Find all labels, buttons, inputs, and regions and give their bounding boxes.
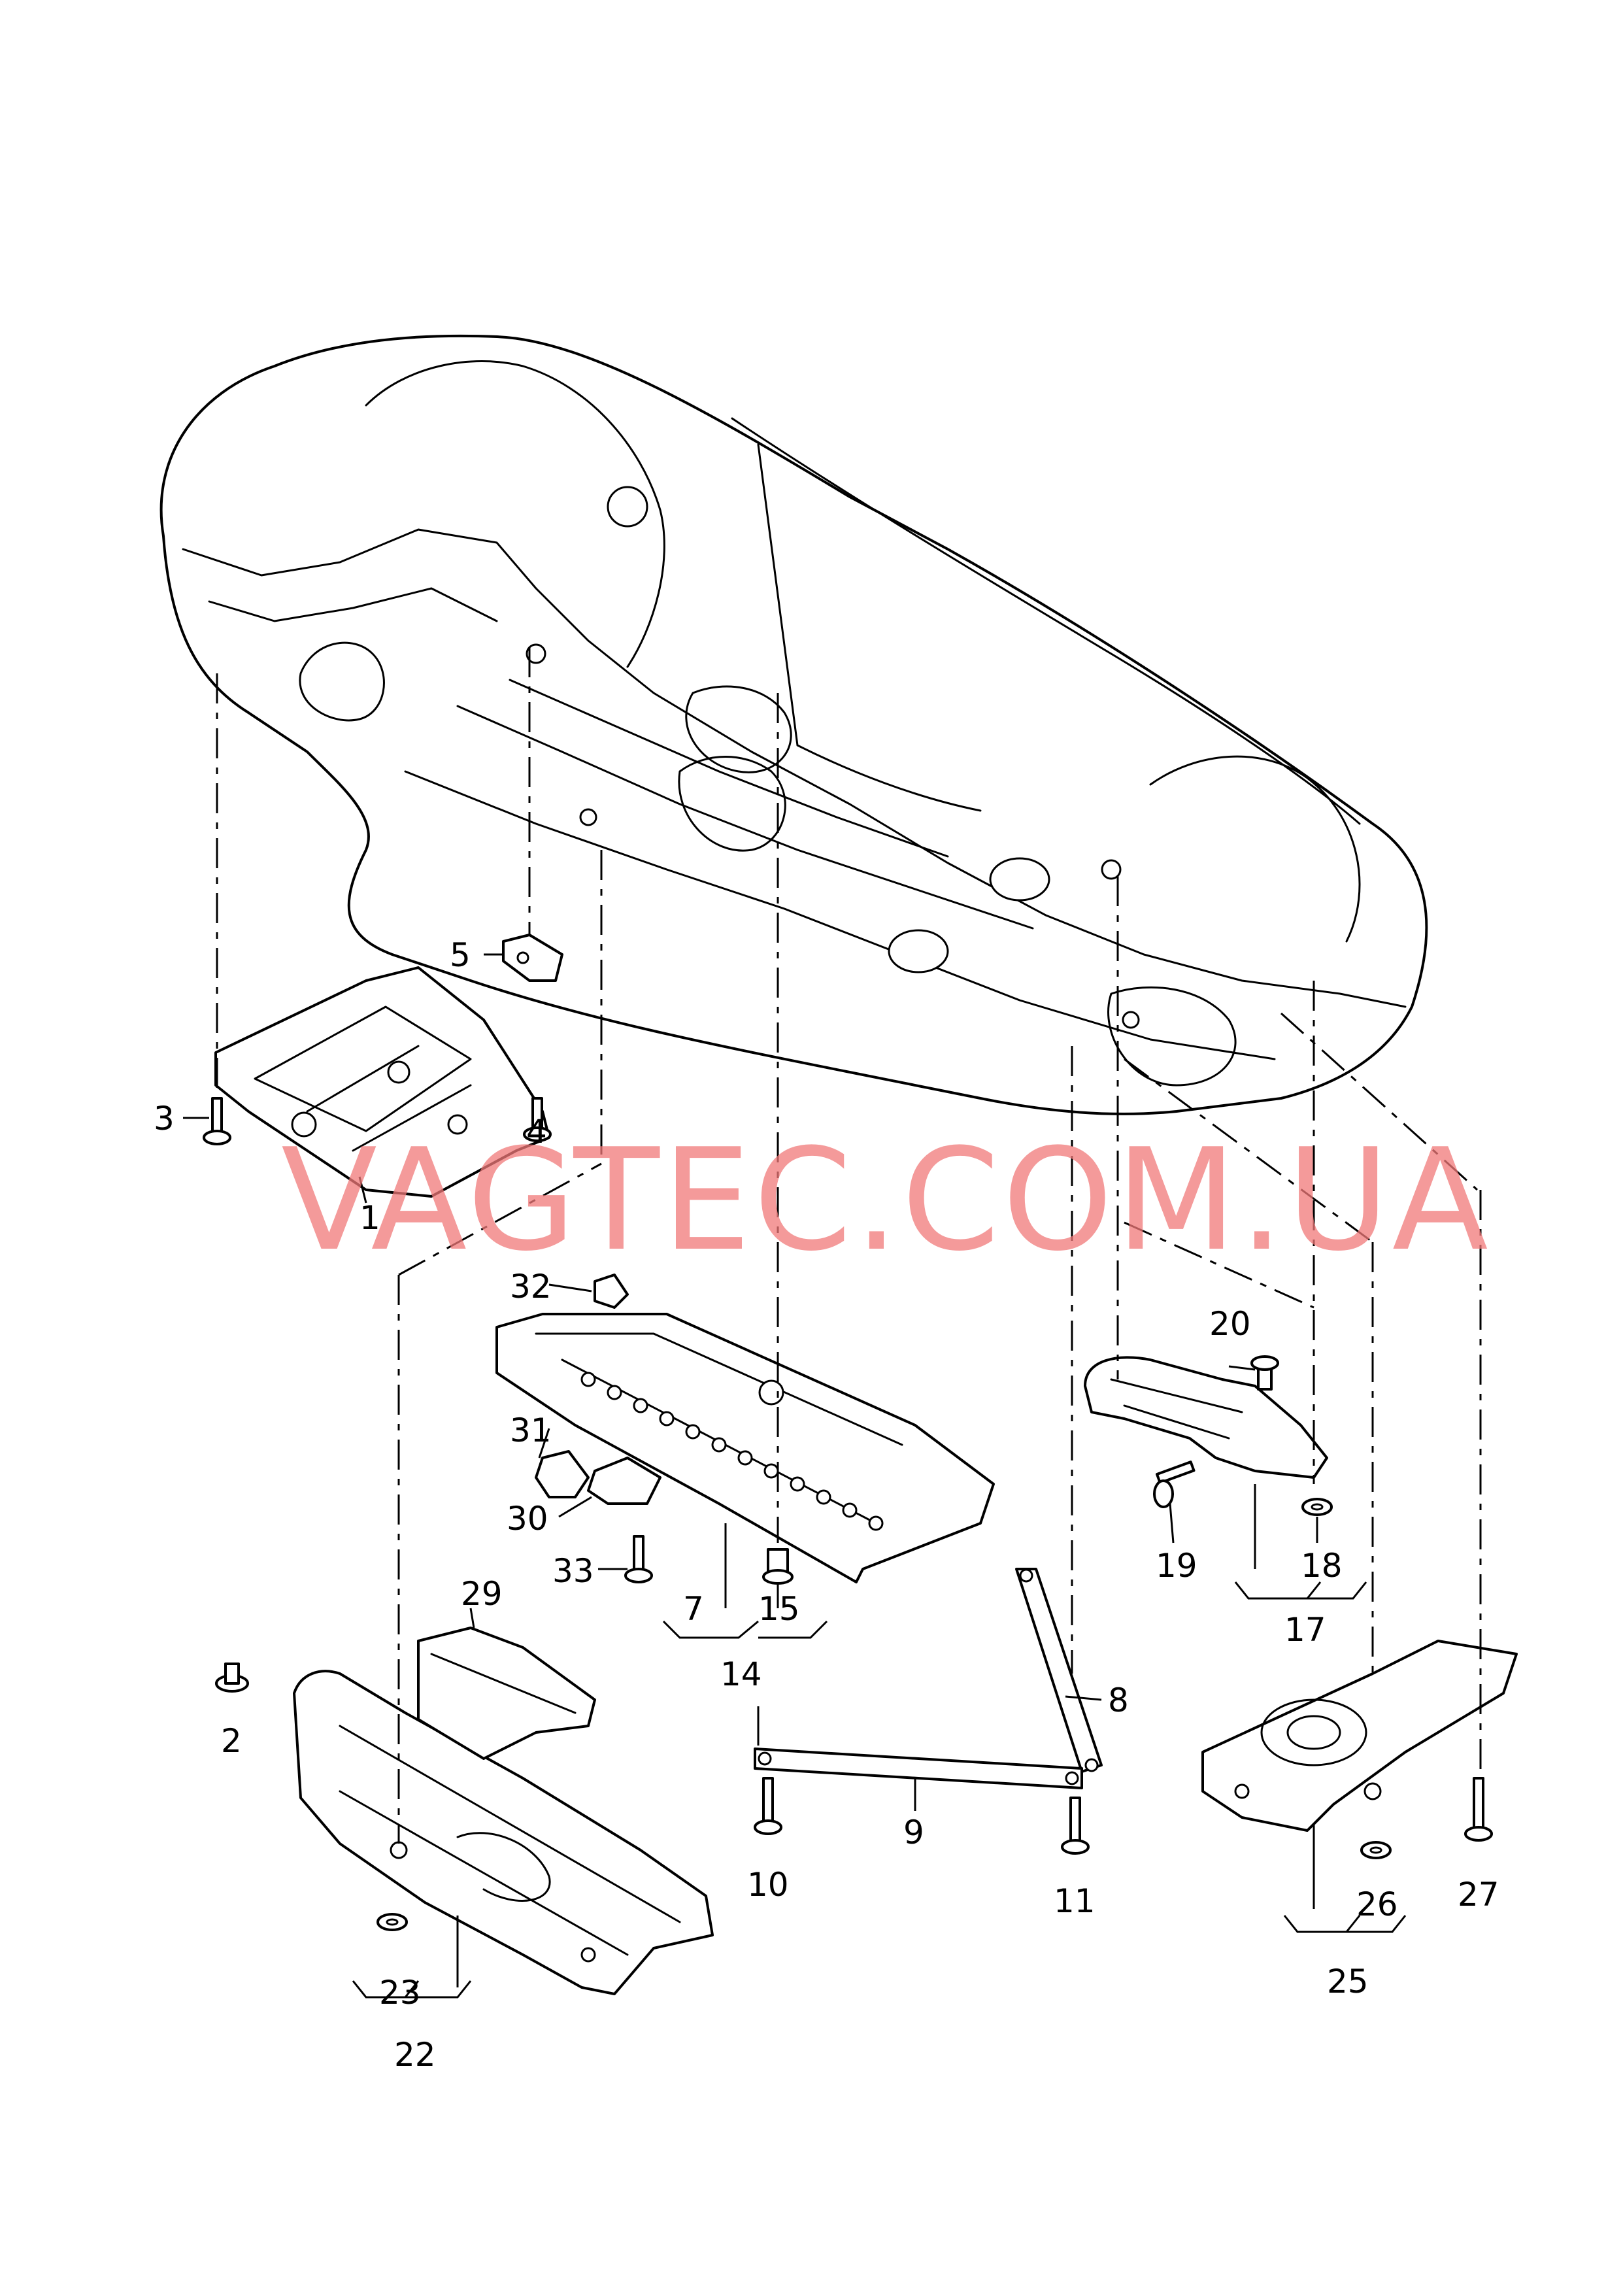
- bracket-31: [535, 1450, 590, 1498]
- fasteners: [203, 1097, 1493, 1931]
- screw-11-icon: [1061, 1797, 1090, 1855]
- nut-26-icon: [1360, 1841, 1392, 1859]
- center-underbody-panel: [495, 1313, 995, 1583]
- callout-11: 11: [1054, 1882, 1096, 1920]
- heat-shield-17: [1084, 1356, 1328, 1479]
- heat-shield-29: [417, 1627, 596, 1760]
- callout-25: 25: [1327, 1963, 1369, 2001]
- callout-26: 26: [1356, 1885, 1398, 1923]
- callout-17: 17: [1284, 1611, 1326, 1649]
- clip-32: [594, 1274, 629, 1309]
- callout-3: 3: [154, 1100, 175, 1138]
- callout-14: 14: [720, 1655, 762, 1693]
- clip-20-icon: [1250, 1355, 1279, 1391]
- callout-33: 33: [552, 1552, 594, 1590]
- callout-labels: 1 2 3 4 5 7 8 9 10 11 14 15 17 18 19 20 …: [154, 936, 1499, 2074]
- callout-18: 18: [1301, 1547, 1343, 1585]
- callout-30: 30: [507, 1500, 548, 1538]
- callout-31: 31: [510, 1411, 552, 1449]
- callout-7: 7: [683, 1590, 704, 1628]
- callout-5: 5: [450, 936, 471, 974]
- watermark-text: VAGTEC.COM.UA: [281, 1118, 1491, 1282]
- car-underbody: [159, 334, 1428, 1115]
- screw-3-icon: [203, 1097, 231, 1145]
- callout-27: 27: [1458, 1876, 1499, 1914]
- strut-8: [1015, 1568, 1103, 1773]
- engine-underguard: [214, 966, 550, 1198]
- side-shield-22: [293, 1670, 714, 1995]
- assembly-lines: [216, 647, 1482, 1844]
- callout-32: 32: [510, 1268, 552, 1306]
- leader-lines: [183, 953, 1407, 1999]
- callout-1: 1: [360, 1199, 380, 1237]
- nut-15-icon: [762, 1548, 794, 1585]
- callout-9: 9: [903, 1814, 924, 1851]
- callout-23: 23: [379, 1974, 421, 2012]
- callout-10: 10: [747, 1866, 789, 1904]
- screw-33-icon: [624, 1535, 653, 1583]
- callout-15: 15: [758, 1590, 800, 1628]
- bolt-2-icon: [215, 1663, 249, 1693]
- screw-10-icon: [754, 1777, 782, 1835]
- callout-19: 19: [1156, 1547, 1197, 1585]
- callout-22: 22: [394, 2036, 436, 2074]
- screw-4-icon: [523, 1097, 552, 1142]
- bracket-30: [587, 1457, 661, 1505]
- nut-23-icon: [376, 1913, 408, 1931]
- callout-20: 20: [1209, 1305, 1251, 1343]
- callout-4: 4: [526, 1113, 547, 1151]
- callout-8: 8: [1108, 1681, 1129, 1719]
- screw-27-icon: [1464, 1777, 1493, 1842]
- callout-2: 2: [221, 1722, 242, 1760]
- cross-brace-9: [754, 1747, 1083, 1789]
- callout-29: 29: [461, 1575, 503, 1613]
- bolt-19-icon: [1153, 1460, 1196, 1508]
- rear-underbody-panel: [1201, 1640, 1518, 1832]
- nut-18-icon: [1301, 1498, 1333, 1516]
